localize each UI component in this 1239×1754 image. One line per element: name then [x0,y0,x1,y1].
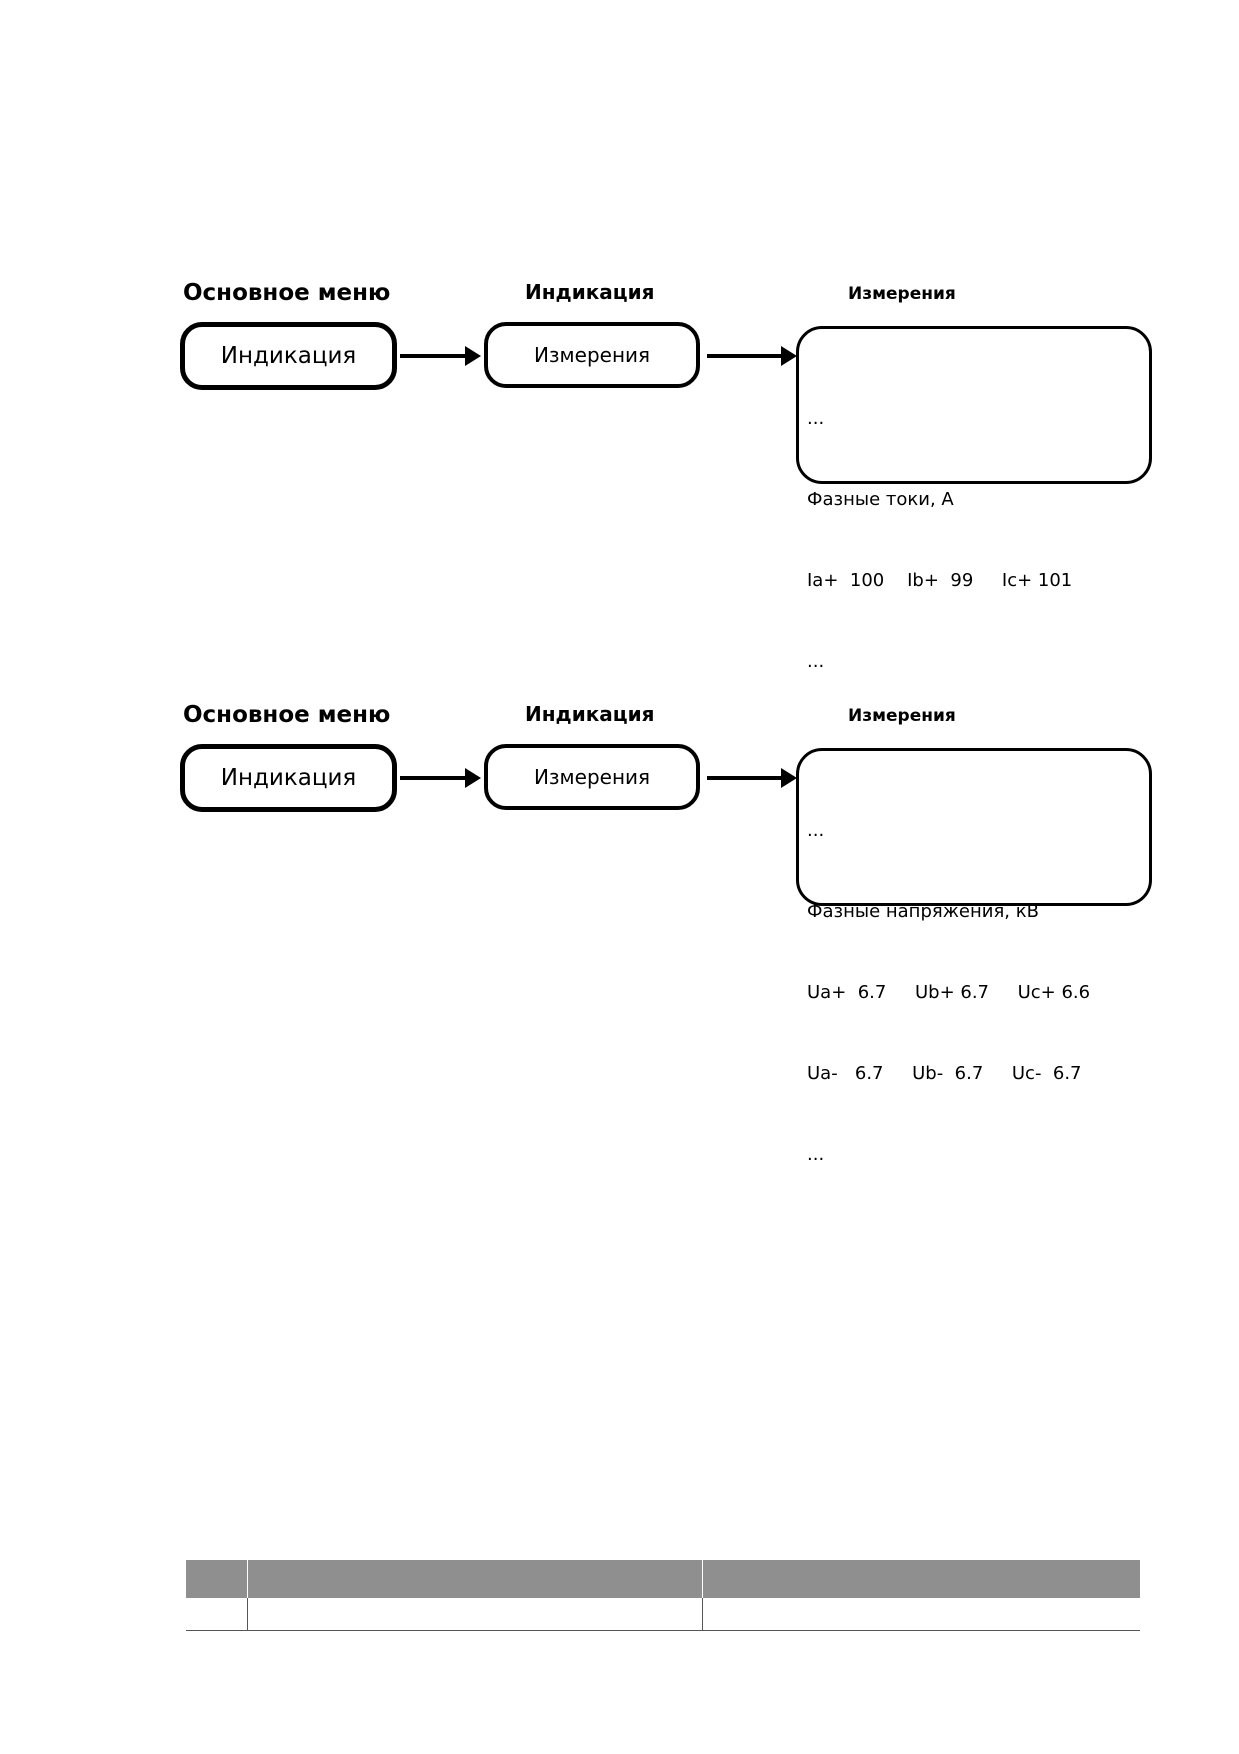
measurements-screen: ... Фазные токи, А Ia+ 100 Ib+ 99 Ic+ 10… [796,326,1152,672]
column-divider [702,1560,703,1598]
table-header [186,1560,1140,1598]
empty-table [186,1560,1140,1631]
main-menu-title: Основное меню [183,280,391,306]
screen-line: Ia+ 100 Ib+ 99 Ic+ 101 [807,570,1073,591]
main-menu-item-indication: Индикация [180,322,397,390]
indication-item-label: Измерения [533,765,651,789]
screen-line: ... [807,651,825,672]
column-divider [247,1598,248,1630]
indication-title: Индикация [525,280,655,304]
indication-item-measurements: Измерения [484,322,700,388]
indication-item-label: Измерения [533,343,651,367]
arrow-right-icon [400,346,481,366]
screen-line: ... [807,1144,825,1165]
screen-line: Фазные напряжения, кВ [807,901,1039,922]
menu-flow-diagram-currents: Основное меню Индикация Измерения Индика… [0,280,1239,672]
arrow-right-icon [707,768,797,788]
column-divider [702,1598,703,1630]
measurements-title: Измерения [848,706,956,726]
indication-title: Индикация [525,702,655,726]
screen-line: Фазные токи, А [807,489,954,510]
screen-line: ... [807,408,825,429]
screen-line: ... [807,820,825,841]
main-menu-title: Основное меню [183,702,391,728]
arrow-right-icon [707,346,797,366]
measurements-title: Измерения [848,284,956,304]
main-menu-item-label: Индикация [220,343,357,369]
measurements-screen: ... Фазные напряжения, кВ Ua+ 6.7 Ub+ 6.… [796,748,1152,1165]
screen-line: Ua- 6.7 Ub- 6.7 Uc- 6.7 [807,1063,1082,1084]
indication-item-measurements: Измерения [484,744,700,810]
menu-flow-diagram-voltages: Основное меню Индикация Измерения Индика… [0,702,1239,1165]
column-divider [247,1560,248,1598]
main-menu-item-indication: Индикация [180,744,397,812]
arrow-right-icon [400,768,481,788]
screen-line: Ua+ 6.7 Ub+ 6.7 Uc+ 6.6 [807,982,1091,1003]
main-menu-item-label: Индикация [220,765,357,791]
table-row [186,1598,1140,1631]
